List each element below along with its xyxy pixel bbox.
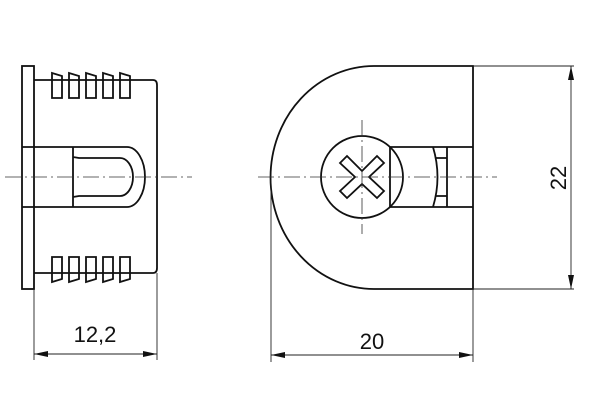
- dimension-20: 20: [271, 329, 473, 358]
- dimension-label: 20: [360, 329, 384, 354]
- dimension-label: 22: [546, 166, 571, 190]
- front-view: 20 22: [258, 65, 574, 362]
- dimension-12-2: 12,2: [34, 322, 157, 357]
- body-outline: [34, 79, 158, 274]
- housing-outline: [269, 65, 474, 290]
- cross-slot-icon: [338, 154, 386, 200]
- side-view: 12,2: [5, 65, 192, 360]
- dimension-22: 22: [546, 66, 574, 289]
- top-teeth: [51, 71, 131, 99]
- flange: [21, 65, 35, 290]
- dimension-label: 12,2: [74, 322, 117, 347]
- bottom-teeth: [51, 256, 131, 284]
